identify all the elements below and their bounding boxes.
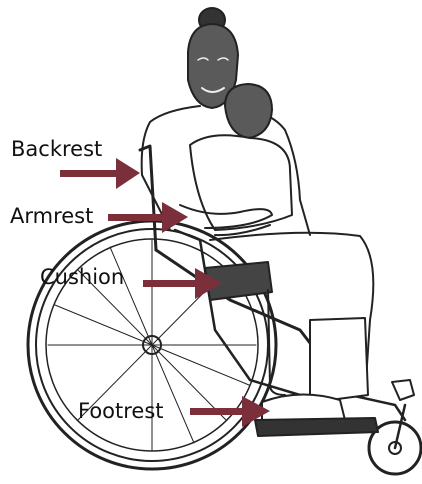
front-caster [369,405,421,474]
label-footrest: Footrest [78,401,164,422]
label-backrest: Backrest [11,139,102,160]
label-cushion: Cushion [40,267,124,288]
rear-wheel [28,221,276,469]
arrow-backrest [60,158,140,189]
label-armrest: Armrest [10,206,93,227]
